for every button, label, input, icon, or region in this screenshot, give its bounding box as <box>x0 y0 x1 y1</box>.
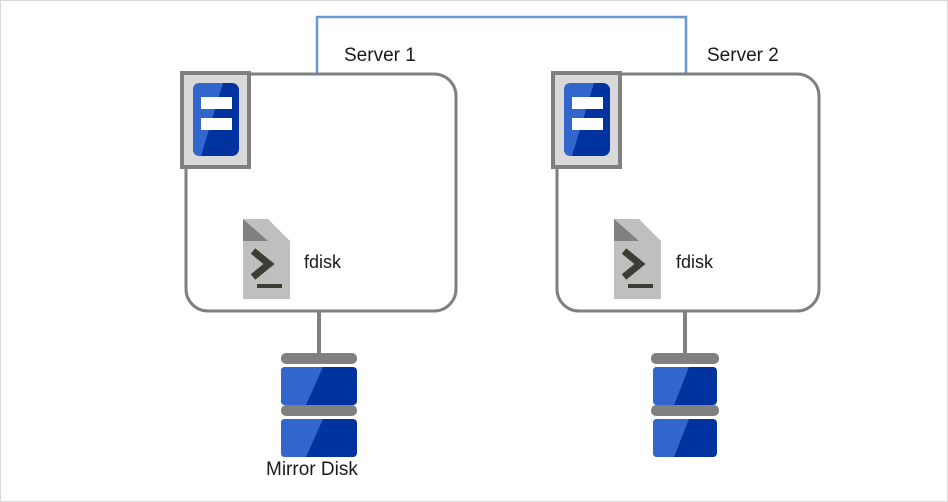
server-icon <box>551 71 622 169</box>
terminal-file-icon <box>614 219 661 299</box>
server1-fdisk-label: fdisk <box>304 252 342 272</box>
server2-label: Server 2 <box>707 45 779 66</box>
server2-fdisk-label: fdisk <box>676 252 714 272</box>
mirror-disk-label: Mirror Disk <box>266 459 358 480</box>
connection-interconnect <box>315 15 688 74</box>
disk-stack-icon[interactable] <box>651 353 719 457</box>
disk-stack-icon[interactable] <box>281 353 357 457</box>
server-icon <box>180 71 251 169</box>
server1-label: Server 1 <box>344 45 416 66</box>
terminal-file-icon <box>243 219 290 299</box>
